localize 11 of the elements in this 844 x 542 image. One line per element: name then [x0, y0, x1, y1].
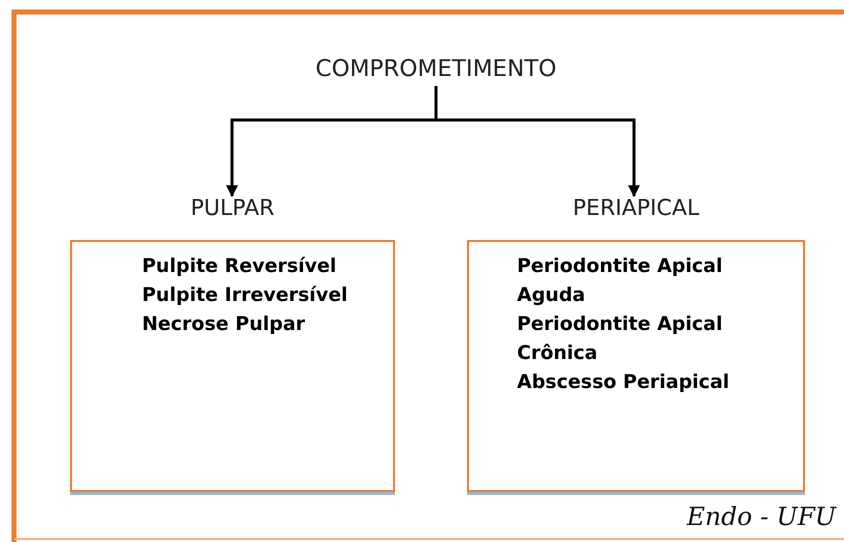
list-item: Abscesso Periapical [517, 370, 730, 395]
category-heading: PULPAR [190, 196, 276, 221]
category-heading: PERIAPICAL [572, 196, 700, 221]
list-item: Periodontite Apical Aguda [517, 254, 724, 308]
arrow [434, 86, 640, 198]
list-item: Necrose Pulpar [142, 312, 306, 337]
footer-signature: Endo - UFU [686, 502, 836, 531]
list-item: Pulpite Reversível [142, 254, 338, 279]
list-item: Pulpite Irreversível [142, 283, 349, 308]
list-item: Periodontite Apical Crônica [517, 312, 724, 366]
heading-text: COMPROMETIMENTO [280, 52, 592, 86]
